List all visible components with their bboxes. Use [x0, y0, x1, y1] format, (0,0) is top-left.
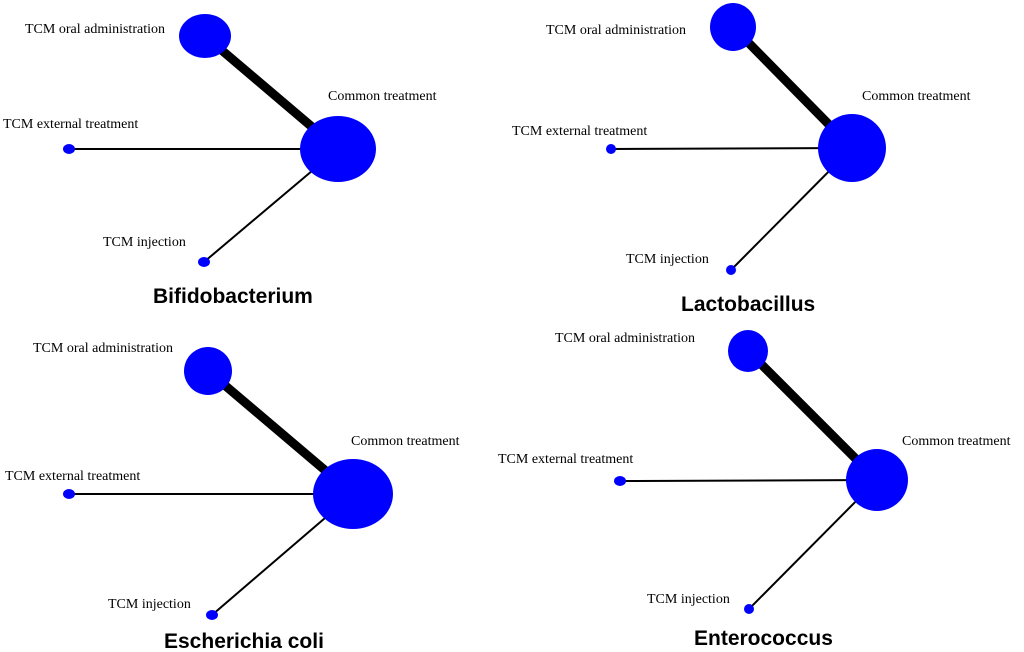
node-external	[63, 489, 75, 499]
node-injection	[744, 604, 754, 614]
label-external: TCM external treatment	[3, 117, 138, 132]
panel-bifidobacterium: TCM oral administration Common treatment…	[3, 14, 437, 308]
node-common	[846, 449, 908, 511]
node-oral	[179, 14, 231, 58]
node-external	[614, 476, 626, 486]
label-injection: TCM injection	[103, 235, 186, 250]
label-oral: TCM oral administration	[555, 331, 695, 346]
panel-title: Bifidobacterium	[153, 285, 313, 308]
label-common: Common treatment	[328, 89, 437, 104]
node-common	[818, 114, 886, 182]
node-injection	[206, 610, 218, 620]
label-injection: TCM injection	[108, 597, 191, 612]
label-external: TCM external treatment	[512, 124, 647, 139]
node-oral	[184, 347, 232, 395]
label-common: Common treatment	[351, 434, 460, 449]
label-oral: TCM oral administration	[33, 341, 173, 356]
panel-enterococcus: TCM oral administration Common treatment…	[498, 330, 1011, 650]
node-oral	[728, 330, 768, 372]
node-oral	[710, 3, 756, 51]
panel-title: Lactobacillus	[681, 293, 815, 316]
label-external: TCM external treatment	[5, 469, 140, 484]
node-injection	[726, 265, 736, 275]
node-external	[63, 144, 75, 154]
node-common	[300, 116, 376, 182]
label-oral: TCM oral administration	[546, 23, 686, 38]
edge-external-common	[610, 147, 853, 150]
label-common: Common treatment	[862, 89, 971, 104]
label-injection: TCM injection	[647, 592, 730, 607]
panel-title: Escherichia coli	[164, 630, 324, 652]
label-external: TCM external treatment	[498, 452, 633, 467]
edge-external-common	[619, 479, 878, 482]
panel-escherichia-coli: TCM oral administration Common treatment…	[5, 341, 460, 652]
node-injection	[198, 257, 210, 267]
node-external	[606, 144, 616, 154]
label-common: Common treatment	[902, 434, 1011, 449]
node-common	[313, 459, 393, 529]
label-oral: TCM oral administration	[25, 22, 165, 37]
panel-title: Enterococcus	[694, 627, 833, 650]
label-injection: TCM injection	[626, 252, 709, 267]
panel-lactobacillus: TCM oral administration Common treatment…	[512, 3, 971, 316]
